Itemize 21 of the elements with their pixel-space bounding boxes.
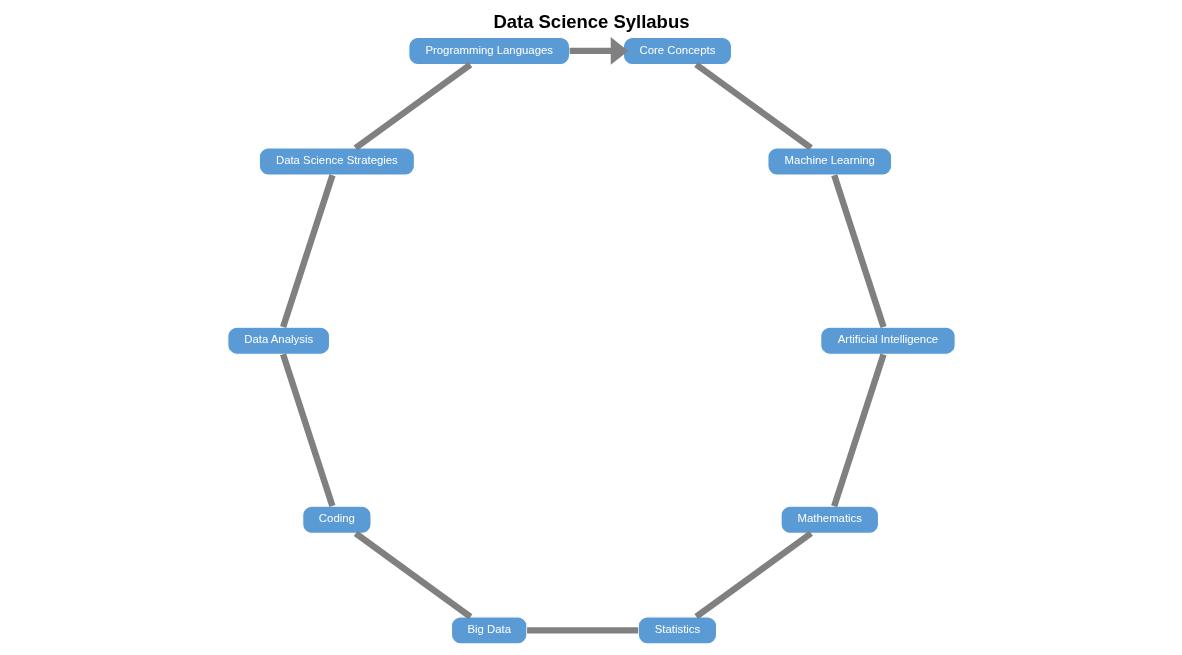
connector [279, 353, 335, 507]
connector [830, 174, 887, 329]
node-box: Coding [301, 505, 372, 534]
connector [279, 174, 335, 328]
node-box: Big Data [450, 616, 527, 645]
connector [526, 627, 638, 634]
node-box: Machine Learning [766, 147, 892, 176]
connector [693, 61, 813, 151]
node-box: Core Concepts [622, 36, 732, 65]
diagram-title: Data Science Syllabus [492, 11, 689, 33]
node-box: Statistics [637, 616, 717, 645]
node-box: Artificial Intelligence [819, 326, 956, 355]
node-box: Data Analysis [226, 326, 330, 355]
connector [353, 62, 472, 151]
arrow [569, 37, 628, 65]
connector [353, 530, 472, 620]
node-box: Programming Languages [407, 36, 570, 65]
node-box: Mathematics [780, 505, 879, 534]
connector [830, 353, 887, 508]
node-box: Data Science Strategies [258, 147, 415, 176]
connector [693, 530, 813, 620]
